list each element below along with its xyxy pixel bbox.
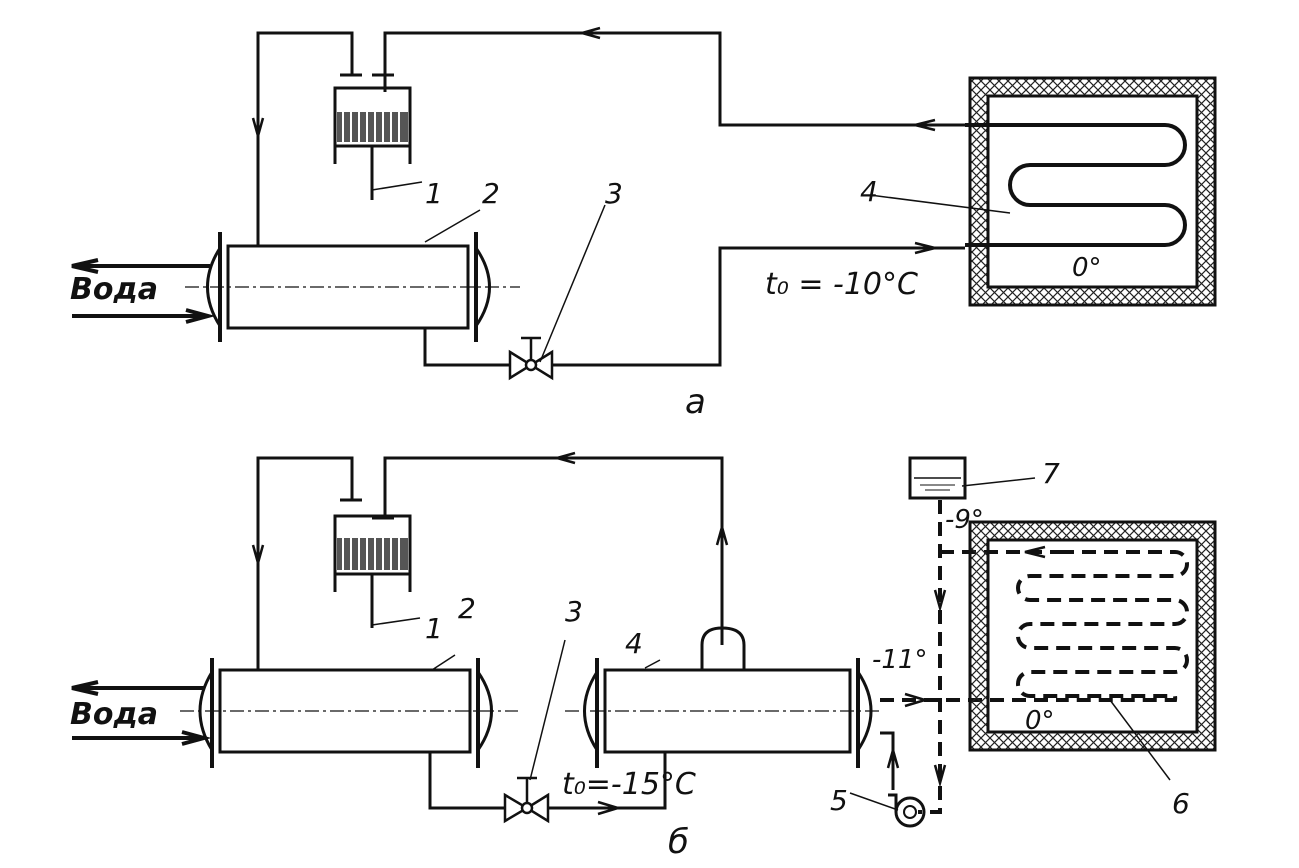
expansion-valve-a <box>508 336 554 381</box>
water-out-arrow-b <box>71 680 205 696</box>
flow-arrow-a1 <box>251 117 265 141</box>
water-in-arrow-a <box>72 308 216 324</box>
pump-b <box>880 731 926 828</box>
water-label-b: Вода <box>70 697 158 732</box>
expansion-tank-b <box>908 456 967 500</box>
brine-return-temp-b: -9° <box>945 505 984 535</box>
expansion-valve-b <box>503 776 550 824</box>
label-b-2: 2 <box>458 592 476 625</box>
label-b-4: 4 <box>625 627 643 660</box>
brine-supply-temp-b: -11° <box>872 645 928 675</box>
label-b-6: 6 <box>1172 787 1190 820</box>
caption-b: б <box>668 822 689 862</box>
diagram-a <box>71 26 1217 381</box>
flow-arrow-a3 <box>914 118 936 132</box>
separator-dome-b <box>700 626 746 670</box>
brine-return-line-b <box>918 500 942 814</box>
label-a-1: 1 <box>425 177 443 210</box>
flow-arrow-a2 <box>577 26 601 40</box>
label-a-3: 3 <box>605 177 623 210</box>
suction-line-a <box>383 31 965 127</box>
evaporation-temp-b: t₀=-15°C <box>562 767 696 802</box>
condenser-b <box>180 658 518 768</box>
flow-arrow-b4 <box>597 800 623 816</box>
cold-room-a <box>965 76 1217 307</box>
liquid-line-a <box>423 246 965 367</box>
compressor-a <box>333 73 412 200</box>
water-in-arrow-b <box>72 730 212 746</box>
evaporator-coil-a <box>965 123 1187 247</box>
cold-room-b <box>968 520 1217 752</box>
brine-coil-b <box>1016 550 1189 702</box>
evaporator-b <box>565 626 880 768</box>
room-temp-b: 0° <box>1025 706 1055 736</box>
caption-a: а <box>685 382 706 422</box>
flow-arrow-a4 <box>914 241 936 255</box>
flow-arrow-b2 <box>552 451 576 465</box>
flow-arrow-b8 <box>933 764 947 788</box>
label-b-5: 5 <box>830 784 848 817</box>
water-label-a: Вода <box>70 272 158 307</box>
water-out-arrow-a <box>71 258 210 274</box>
flow-arrow-b1 <box>251 544 265 568</box>
flow-arrow-b7 <box>933 589 947 613</box>
label-a-4: 4 <box>860 175 878 208</box>
flow-arrow-b5 <box>904 692 930 708</box>
condenser-a <box>185 232 520 342</box>
diagram-b <box>71 451 1217 828</box>
liquid-line-b <box>428 752 667 810</box>
room-temp-a: 0° <box>1072 253 1102 283</box>
label-b-3: 3 <box>565 595 583 628</box>
flow-arrow-b6 <box>1024 545 1046 559</box>
evaporation-temp-a: t₀ = -10°C <box>765 267 918 302</box>
label-b-7: 7 <box>1042 457 1060 490</box>
flow-arrow-b3 <box>715 522 729 546</box>
label-b-1: 1 <box>425 612 443 645</box>
compressor-b <box>333 498 412 628</box>
label-a-2: 2 <box>482 177 500 210</box>
